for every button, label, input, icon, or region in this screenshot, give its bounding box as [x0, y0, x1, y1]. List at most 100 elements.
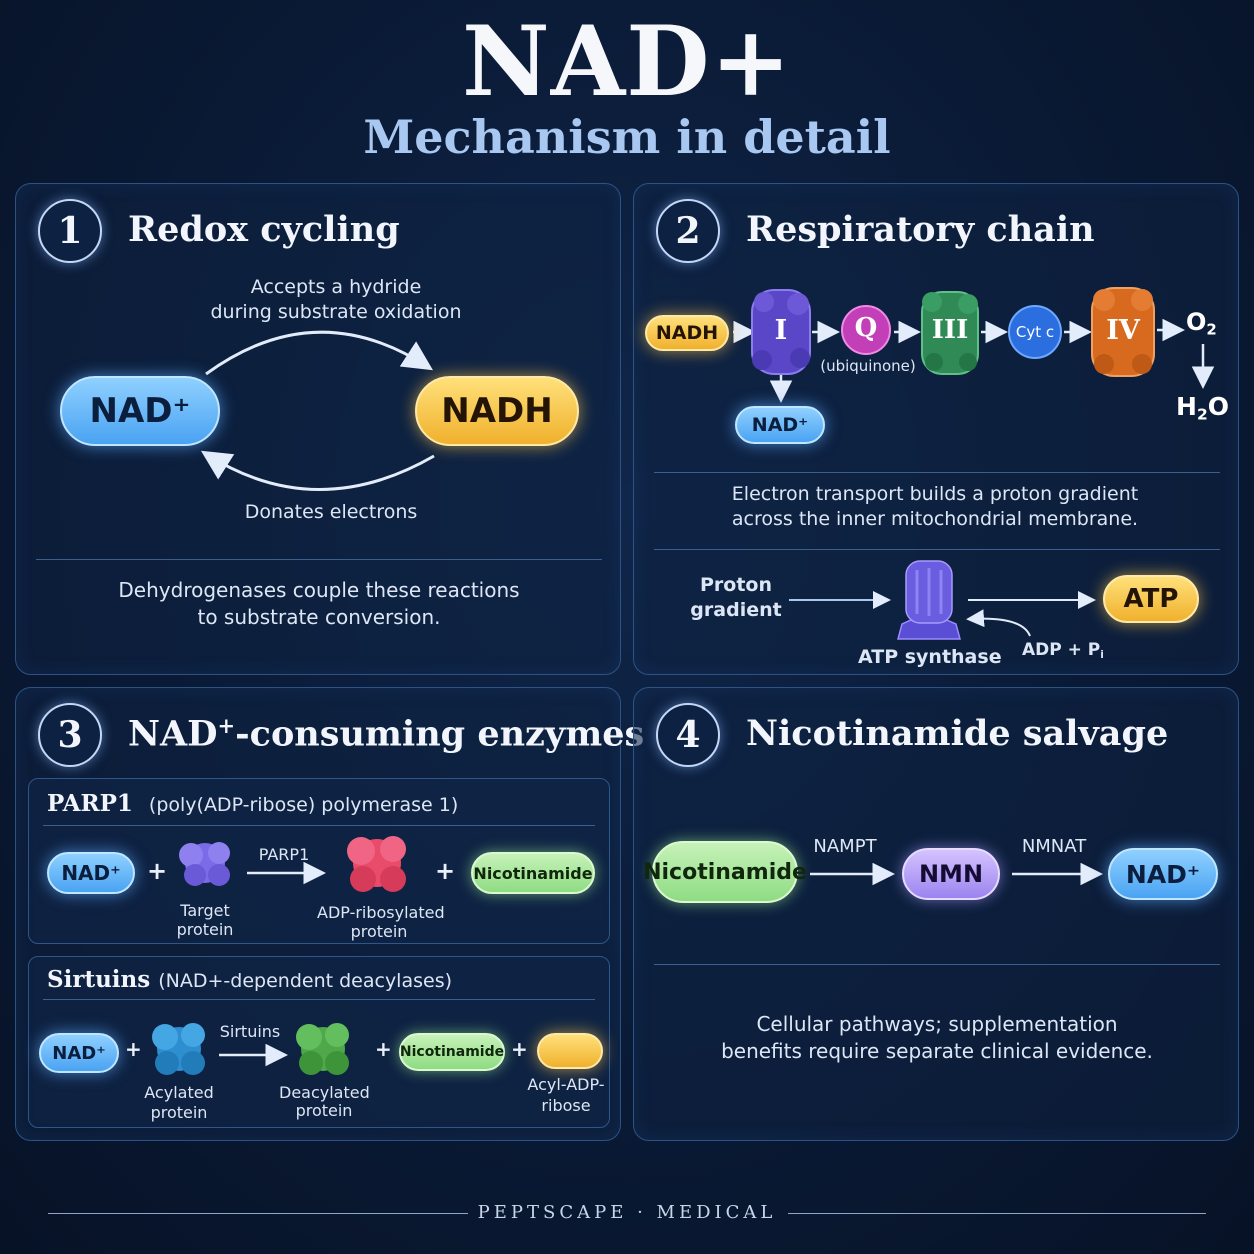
footer-rule-left: [48, 1213, 468, 1214]
complex-1-shape: [751, 289, 811, 375]
adp-ribosylated-label-line2: protein: [350, 922, 408, 941]
supplementation-note-line2: benefits require separate clinical evide…: [721, 1039, 1153, 1063]
parp1-nad-pill: NAD⁺: [47, 852, 135, 894]
deacylated-protein-shape: [296, 1023, 349, 1075]
plus-sign: +: [511, 1037, 528, 1061]
deacylated-label-line1: Deacylated: [279, 1083, 370, 1102]
panel-title: NAD+-consuming enzymes: [128, 713, 644, 755]
oxygen-label: O2: [1186, 308, 1217, 338]
nmn-pill: NMN: [902, 848, 1000, 900]
sirtuins-box: Sirtuins (NAD+-dependent deacylases) NAD…: [28, 956, 610, 1128]
sirtuins-heading: Sirtuins (NAD+-dependent deacylases): [47, 966, 452, 993]
proton-gradient-line2: gradient: [690, 599, 782, 621]
panel-number: 4: [656, 703, 720, 767]
panel-number: 3: [38, 703, 102, 767]
acylated-label-line1: Acylated: [144, 1083, 214, 1102]
panel-divider: [654, 964, 1220, 965]
adp-subscript: i: [1100, 649, 1104, 662]
adp-ribosylated-label-line1: ADP-ribosylated: [317, 903, 445, 922]
title-superscript: +: [217, 713, 236, 738]
footer-rule-right: [788, 1213, 1206, 1214]
nampt-label: NAMPT: [813, 836, 877, 857]
adp-ribosylated-protein-shape: [347, 836, 406, 892]
parp1-nicotinamide-pill: Nicotinamide: [471, 852, 595, 894]
parp1-divider: [43, 825, 595, 826]
arrow-nadh-to-nad: [200, 450, 435, 491]
page-title: NAD+: [462, 5, 792, 118]
parp1-name: PARP1: [47, 790, 133, 817]
complex-3-shape: [921, 291, 979, 375]
hydride-label-line1: Accepts a hydride: [250, 276, 422, 298]
panel-title: Nicotinamide salvage: [746, 713, 1169, 754]
adp-label: ADP + Pi: [1022, 640, 1104, 661]
atp-synthase-label: ATP synthase: [858, 646, 1002, 668]
sirtuins-nicotinamide-pill: Nicotinamide: [399, 1033, 505, 1071]
panel-consuming-enzymes: 3 NAD+-consuming enzymes PARP1 (poly(ADP…: [15, 687, 644, 1141]
panel-divider: [36, 559, 602, 560]
panel-number: 2: [656, 199, 720, 263]
nad-output-pill: NAD⁺: [735, 406, 825, 444]
parp1-shapes: [179, 836, 406, 892]
nicotinamide-pill: Nicotinamide: [643, 841, 807, 903]
q-label: Q: [854, 313, 878, 343]
acyl-adp-ribose-label-line2: ribose: [541, 1096, 591, 1115]
sirtuins-nad-pill: NAD⁺: [39, 1033, 119, 1073]
plus-sign: +: [147, 857, 168, 885]
water-label: H2O: [1176, 392, 1229, 424]
complex-1-label: I: [774, 315, 788, 346]
panel-nicotinamide-salvage: 4 Nicotinamide salvage Nicotinamide NAMP…: [633, 687, 1239, 1141]
oxygen-symbol: O: [1186, 308, 1207, 336]
acylated-label-line2: protein: [150, 1103, 208, 1122]
arrow-nad-to-nadh: [205, 330, 434, 376]
panel-redox-cycling: 1 Redox cycling Accepts a hydride during…: [15, 183, 621, 675]
deacylated-label-line2: protein: [295, 1101, 353, 1120]
atp-pill: ATP: [1103, 575, 1199, 623]
sirtuins-shapes: [152, 1023, 349, 1075]
plus-sign: +: [375, 1037, 392, 1061]
panel-title: Redox cycling: [128, 209, 400, 250]
nmnat-label: NMNAT: [1021, 836, 1087, 857]
electron-transport-note-line1: Electron transport builds a proton gradi…: [731, 483, 1139, 505]
adp-text: ADP + P: [1022, 640, 1101, 660]
nadh-pill: NADH: [645, 315, 729, 351]
footer-brand: PEPTSCAPE · MEDICAL: [477, 1202, 777, 1223]
dehydrogenase-note-line2: to substrate conversion.: [197, 605, 441, 629]
nad-pill: NAD⁺: [1108, 848, 1218, 900]
hydride-label-line2: during substrate oxidation: [210, 301, 462, 323]
panel-number: 1: [38, 199, 102, 263]
dehydrogenase-note-line1: Dehydrogenases couple these reactions: [118, 578, 520, 602]
proton-gradient-line1: Proton: [699, 574, 772, 596]
water-h: H: [1176, 392, 1197, 421]
supplementation-note-line1: Cellular pathways; supplementation: [756, 1012, 1118, 1036]
water-subscript: 2: [1196, 405, 1208, 424]
cytc-label: Cyt c: [1015, 323, 1055, 341]
oxygen-subscript: 2: [1206, 320, 1217, 339]
sirtuins-divider: [43, 999, 595, 1000]
acylated-protein-shape: [152, 1023, 205, 1075]
target-protein-shape: [179, 842, 230, 886]
arrow-adp-synthase: [966, 609, 1031, 637]
electron-transport-note-line2: across the inner mitochondrial membrane.: [731, 508, 1139, 530]
parp1-description: (poly(ADP-ribose) polymerase 1): [148, 794, 459, 816]
complex-4-label: IV: [1106, 315, 1140, 346]
parp1-heading: PARP1 (poly(ADP-ribose) polymerase 1): [47, 790, 458, 817]
sirtuins-description: (NAD+-dependent deacylases): [158, 970, 453, 992]
nad-oxidized-pill: NAD⁺: [60, 376, 220, 446]
title-rest: -consuming enzymes: [235, 713, 645, 755]
donates-electrons-label: Donates electrons: [244, 501, 418, 523]
page-subtitle: Mechanism in detail: [363, 110, 891, 164]
atp-synthase-shape: [897, 560, 961, 640]
parp1-enzyme-label: PARP1: [258, 845, 310, 864]
title-nad: NAD: [128, 713, 218, 755]
panel-divider: [654, 472, 1220, 473]
target-protein-label-line2: protein: [176, 920, 234, 939]
nadh-reduced-pill: NADH: [415, 376, 579, 446]
sirtuins-name: Sirtuins: [47, 966, 151, 993]
water-o: O: [1207, 392, 1229, 421]
panel-respiratory-chain: 2 Respiratory chain: [633, 183, 1239, 675]
ubiquinone-label: (ubiquinone): [820, 357, 916, 375]
plus-sign: +: [435, 857, 456, 885]
acyl-adp-ribose-label-line1: Acyl-ADP-: [527, 1075, 605, 1094]
plus-sign: +: [125, 1037, 142, 1061]
target-protein-label-line1: Target: [180, 901, 230, 920]
